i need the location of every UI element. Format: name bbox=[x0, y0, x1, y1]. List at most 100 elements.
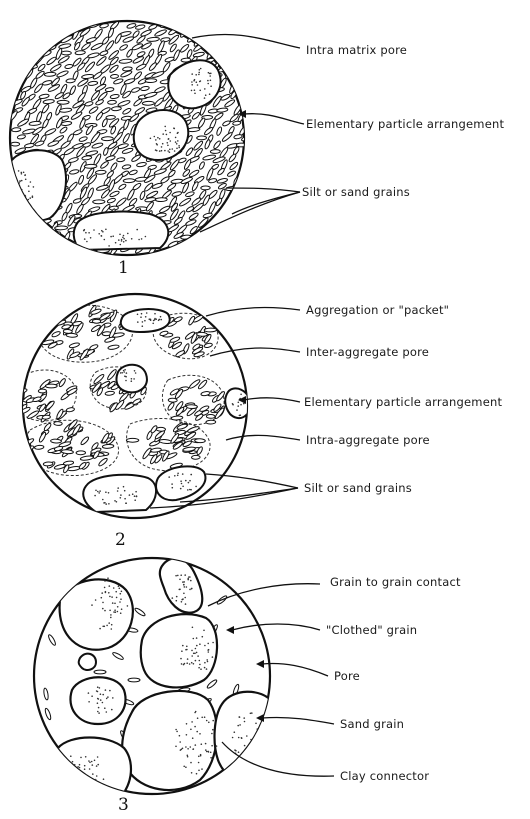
stipple-dot bbox=[212, 729, 214, 731]
stipple-dot bbox=[28, 199, 30, 201]
stipple-dot bbox=[90, 237, 92, 239]
stipple-dot bbox=[98, 707, 100, 709]
stipple-dot bbox=[98, 712, 100, 714]
clay-particle bbox=[238, 57, 249, 61]
stipple-dot bbox=[60, 756, 62, 758]
stipple-dot bbox=[207, 80, 209, 82]
clay-particle bbox=[206, 414, 215, 418]
stipple-dot bbox=[120, 593, 122, 595]
stipple-dot bbox=[189, 663, 191, 665]
stipple-dot bbox=[118, 239, 120, 241]
clay-particle bbox=[195, 245, 205, 255]
clay-particle bbox=[66, 79, 75, 84]
clay-particle bbox=[211, 233, 220, 239]
stipple-dot bbox=[183, 664, 185, 666]
stipple-dot bbox=[207, 661, 209, 663]
stipple-dot bbox=[190, 489, 192, 491]
clay-particle bbox=[8, 44, 21, 52]
clay-particle bbox=[29, 20, 39, 33]
clay-particle bbox=[44, 238, 54, 245]
stipple-dot bbox=[110, 236, 112, 238]
stipple-dot bbox=[100, 693, 102, 695]
clay-particle bbox=[195, 22, 204, 29]
clay-particle bbox=[38, 38, 48, 43]
stipple-dot bbox=[238, 402, 240, 404]
stipple-dot bbox=[111, 628, 113, 630]
stipple-dot bbox=[185, 649, 187, 651]
stipple-dot bbox=[25, 179, 27, 181]
stipple-dot bbox=[155, 139, 157, 141]
clay-particle bbox=[217, 48, 227, 58]
clay-particle bbox=[202, 43, 214, 51]
clay-particle bbox=[16, 401, 27, 405]
clay-particle bbox=[188, 238, 198, 248]
stipple-dot bbox=[176, 600, 178, 602]
panel-3-label-2: "Clothed" grain bbox=[326, 623, 417, 637]
stipple-dot bbox=[184, 574, 186, 576]
stipple-dot bbox=[103, 778, 105, 780]
stipple-dot bbox=[117, 487, 119, 489]
stipple-dot bbox=[133, 378, 135, 380]
stipple-dot bbox=[21, 173, 23, 175]
panel-2-label-2: Inter-aggregate pore bbox=[306, 345, 429, 359]
stipple-dot bbox=[191, 90, 193, 92]
clay-particle bbox=[228, 56, 238, 64]
stipple-dot bbox=[113, 611, 115, 613]
stipple-dot bbox=[105, 591, 107, 593]
panel-3: Grain to grain contact "Clothed" grain P… bbox=[34, 558, 461, 815]
clay-particle bbox=[11, 127, 20, 132]
clay-particle bbox=[28, 217, 36, 228]
stipple-dot bbox=[131, 238, 133, 240]
stipple-dot bbox=[184, 597, 186, 599]
stipple-dot bbox=[114, 500, 116, 502]
stipple-dot bbox=[198, 762, 200, 764]
stipple-dot bbox=[176, 731, 178, 733]
stipple-dot bbox=[251, 712, 253, 714]
stipple-dot bbox=[95, 599, 97, 601]
clay-particle bbox=[10, 211, 19, 217]
panel-2-leader-1 bbox=[206, 308, 300, 316]
stipple-dot bbox=[161, 146, 163, 148]
stipple-dot bbox=[116, 597, 118, 599]
clay-particle bbox=[186, 405, 198, 409]
stipple-dot bbox=[199, 643, 201, 645]
stipple-dot bbox=[15, 199, 17, 201]
stipple-dot bbox=[199, 660, 201, 662]
stipple-dot bbox=[120, 612, 122, 614]
stipple-dot bbox=[121, 591, 123, 593]
stipple-dot bbox=[198, 74, 200, 76]
stipple-dot bbox=[191, 662, 193, 664]
stipple-dot bbox=[79, 764, 81, 766]
panel-3-leader-4 bbox=[262, 717, 334, 724]
stipple-dot bbox=[186, 723, 188, 725]
stipple-dot bbox=[201, 743, 203, 745]
stipple-dot bbox=[193, 663, 195, 665]
stipple-dot bbox=[181, 483, 183, 485]
stipple-dot bbox=[100, 699, 102, 701]
stipple-dot bbox=[168, 138, 170, 140]
stipple-dot bbox=[259, 735, 261, 737]
stipple-dot bbox=[25, 210, 27, 212]
stipple-dot bbox=[186, 734, 188, 736]
clay-particle bbox=[14, 386, 22, 397]
panel-1-label-1: Intra matrix pore bbox=[306, 43, 407, 57]
stipple-dot bbox=[115, 242, 117, 244]
stipple-dot bbox=[174, 475, 176, 477]
stipple-dot bbox=[112, 602, 114, 604]
stipple-dot bbox=[182, 598, 184, 600]
stipple-dot bbox=[157, 137, 159, 139]
panel-3-sand-grain-5 bbox=[70, 677, 125, 724]
stipple-dot bbox=[261, 740, 263, 742]
stipple-dot bbox=[117, 490, 119, 492]
clay-particle bbox=[95, 170, 106, 175]
stipple-dot bbox=[185, 746, 187, 748]
stipple-dot bbox=[21, 180, 23, 182]
stipple-dot bbox=[210, 757, 212, 759]
clay-particle bbox=[66, 333, 78, 337]
stipple-dot bbox=[212, 720, 214, 722]
clay-particle bbox=[45, 384, 57, 388]
stipple-dot bbox=[111, 624, 113, 626]
panel-3-label-3: Pore bbox=[334, 669, 360, 683]
stipple-dot bbox=[127, 605, 129, 607]
stipple-dot bbox=[108, 492, 110, 494]
